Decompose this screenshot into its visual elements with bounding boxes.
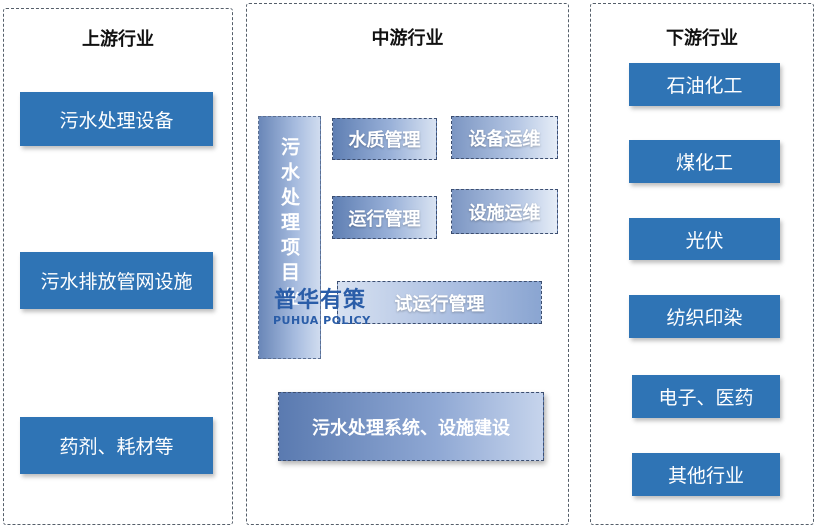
facility-om-box: 设施运维 bbox=[451, 189, 558, 234]
construction-box: 污水处理系统、设施建设 bbox=[278, 392, 544, 461]
upstream-item-equipment: 污水处理设备 bbox=[20, 92, 213, 146]
midstream-title: 中游行业 bbox=[371, 28, 444, 49]
downstream-item-petrochemical: 石油化工 bbox=[629, 63, 780, 106]
watermark-logo-name: 普华有策 bbox=[274, 288, 367, 313]
equipment-om-box: 设备运维 bbox=[451, 116, 558, 159]
upstream-title: 上游行业 bbox=[82, 29, 154, 50]
downstream-item-photovoltaic: 光伏 bbox=[629, 218, 780, 260]
downstream-item-coal-chemical: 煤化工 bbox=[629, 140, 780, 183]
project-industry-box: 污水处理项目业 bbox=[258, 116, 321, 359]
downstream-item-electronics-pharma: 电子、医药 bbox=[632, 375, 780, 418]
upstream-item-chemicals: 药剂、耗材等 bbox=[20, 417, 213, 474]
watermark-logo-sub: PUHUA POLICY bbox=[273, 314, 371, 327]
upstream-item-pipe-network: 污水排放管网设施 bbox=[20, 252, 213, 309]
trial-run-mgmt-box: 试运行管理 bbox=[337, 281, 542, 324]
operation-mgmt-box: 运行管理 bbox=[332, 196, 437, 239]
downstream-item-other: 其他行业 bbox=[632, 453, 780, 496]
downstream-item-textile-dyeing: 纺织印染 bbox=[629, 295, 780, 338]
downstream-title: 下游行业 bbox=[666, 28, 738, 49]
water-quality-box: 水质管理 bbox=[332, 118, 437, 160]
